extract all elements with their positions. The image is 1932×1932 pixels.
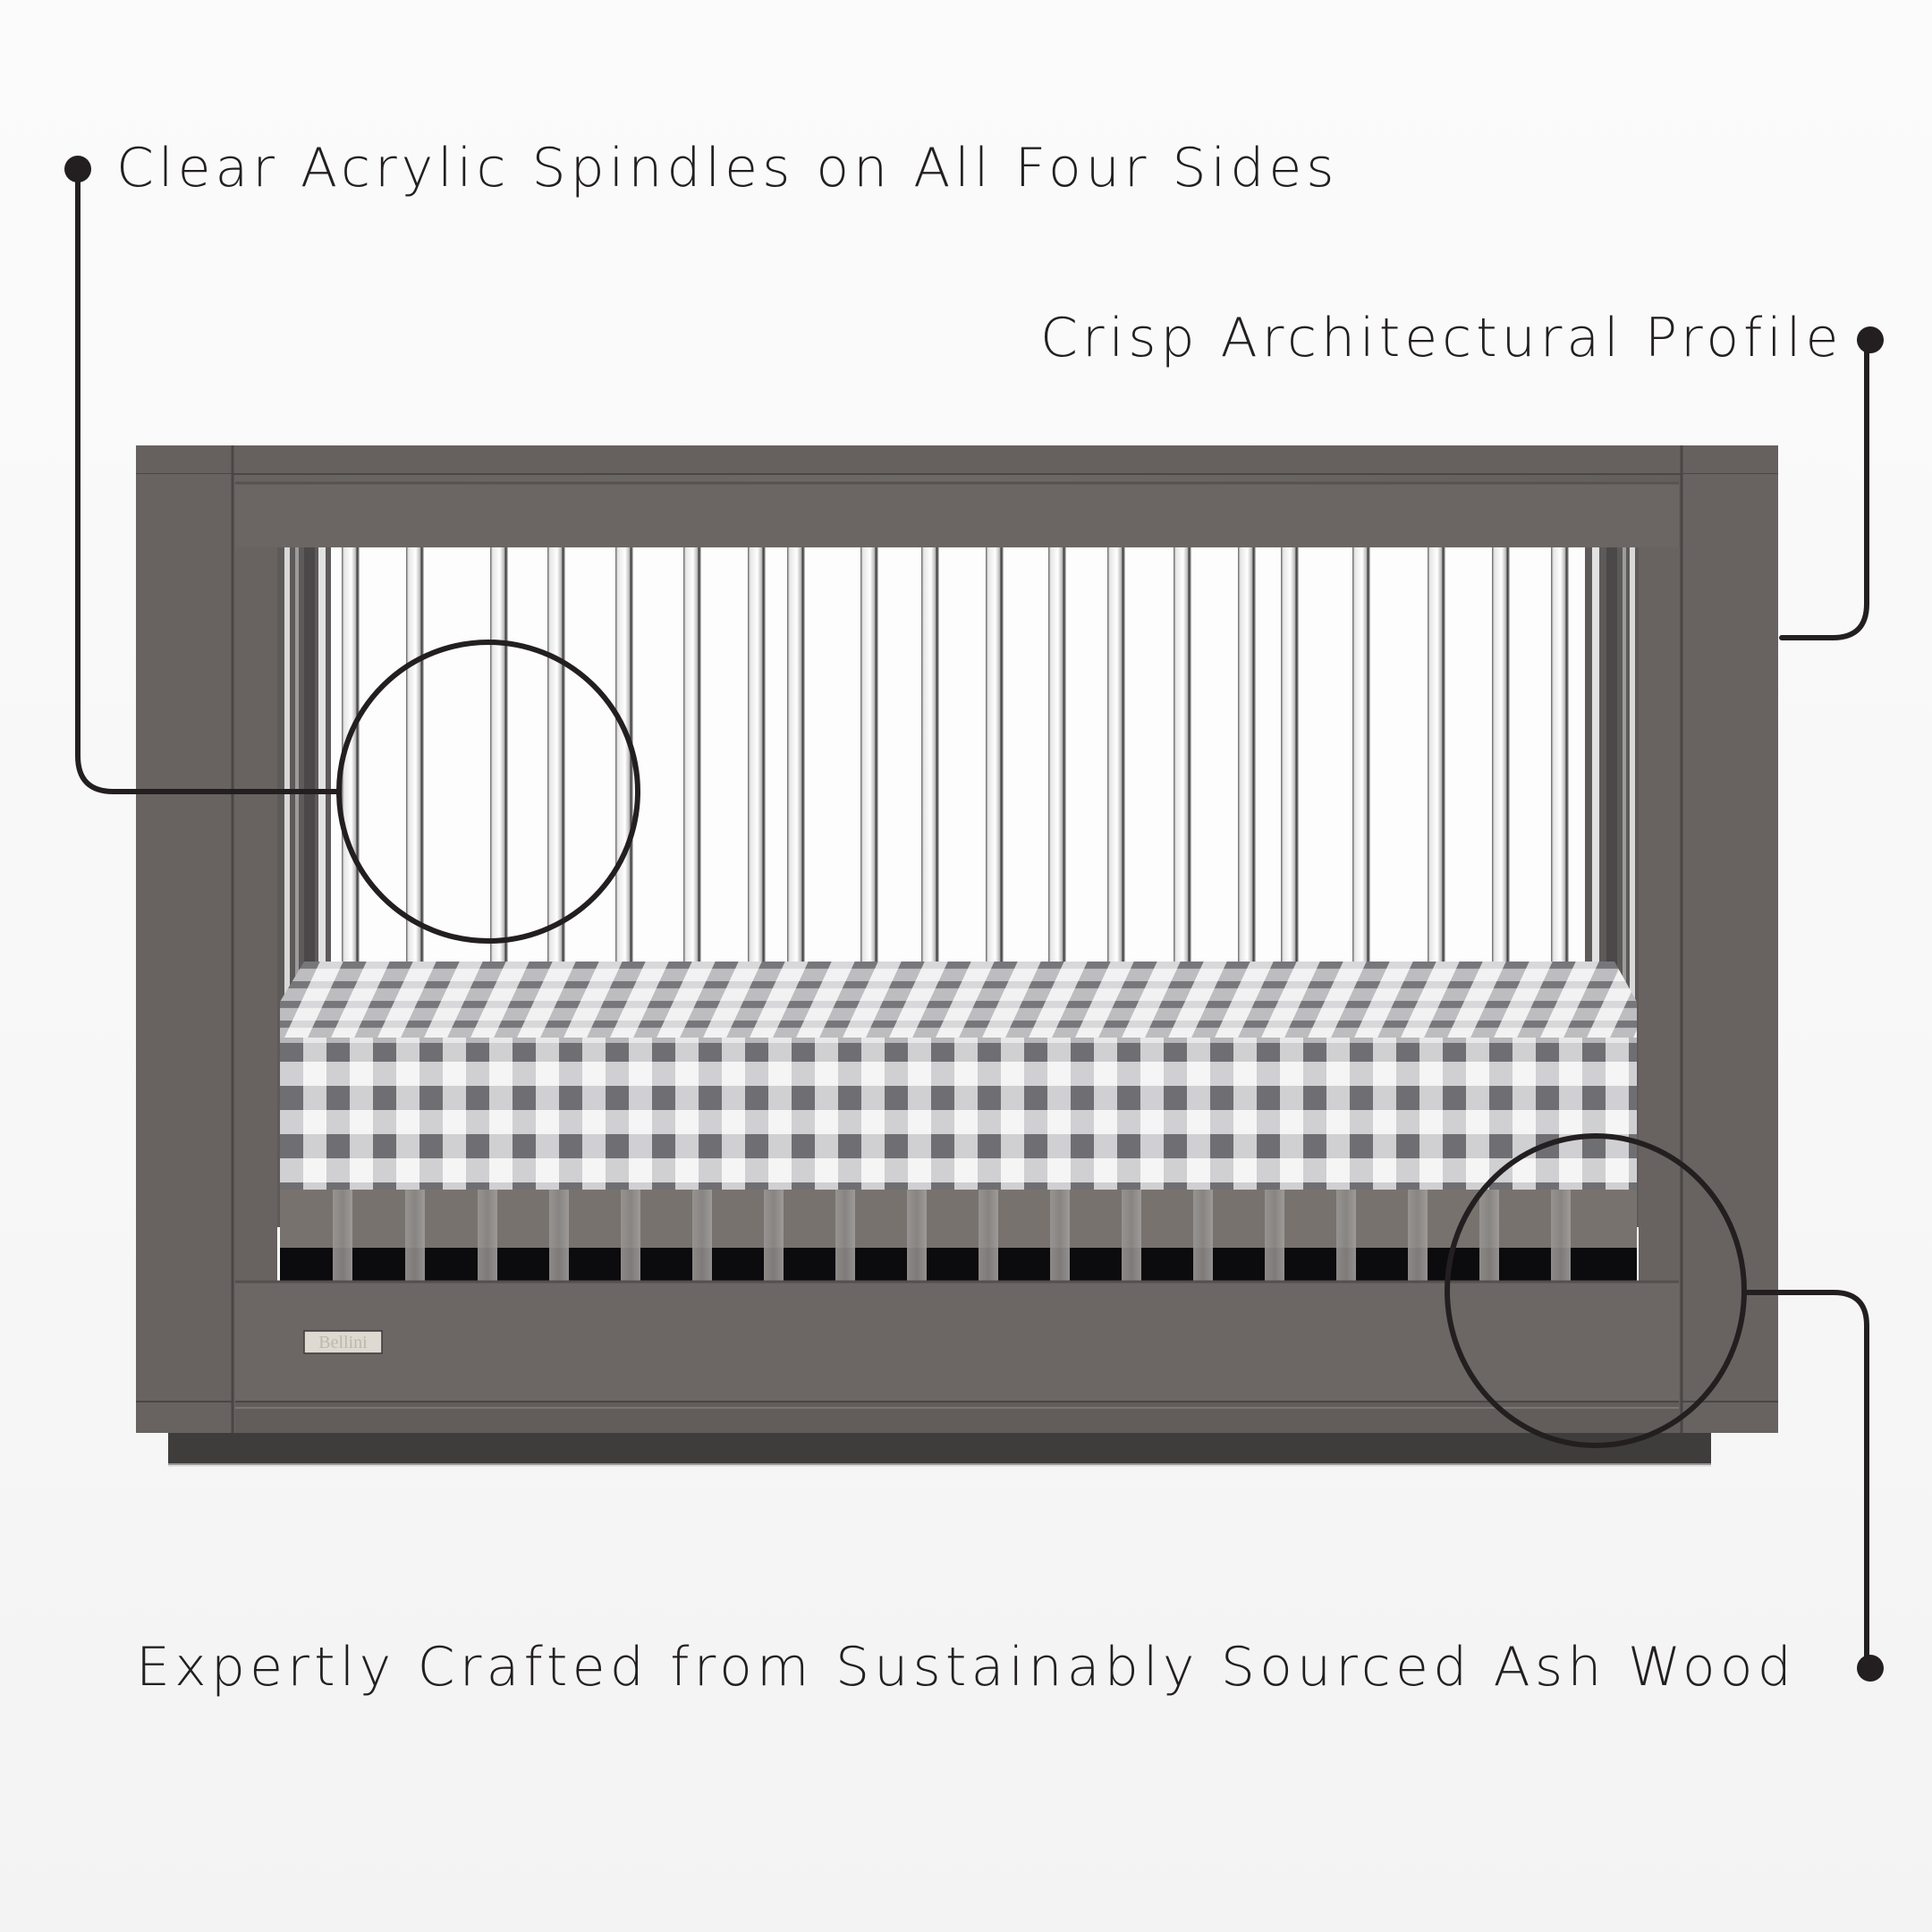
brand-badge: Bellini xyxy=(303,1330,383,1354)
lower-spindles xyxy=(333,1190,1571,1281)
callout-text-wood: Expertly Crafted from Sustainably Source… xyxy=(136,1636,1796,1699)
bottom-rail xyxy=(235,1281,1679,1402)
gingham-mattress xyxy=(280,962,1637,1190)
callout-line-profile xyxy=(1779,335,1869,640)
acrylic-spindles xyxy=(342,547,1567,968)
callout-dot-wood xyxy=(1857,1655,1884,1682)
callout-line-wood xyxy=(1741,1290,1869,1668)
crib-plinth xyxy=(168,1431,1711,1465)
callout-text-profile: Crisp Architectural Profile xyxy=(1040,307,1843,369)
callout-dot-profile xyxy=(1857,326,1884,353)
callout-line-spindles xyxy=(75,165,341,794)
callout-dot-spindles xyxy=(64,156,91,182)
right-post xyxy=(1682,474,1778,1433)
callout-circle-spindles xyxy=(336,640,640,944)
left-post xyxy=(136,474,233,1433)
brand-badge-text: Bellini xyxy=(318,1333,368,1352)
callout-text-spindles: Clear Acrylic Spindles on All Four Sides xyxy=(116,137,1339,199)
